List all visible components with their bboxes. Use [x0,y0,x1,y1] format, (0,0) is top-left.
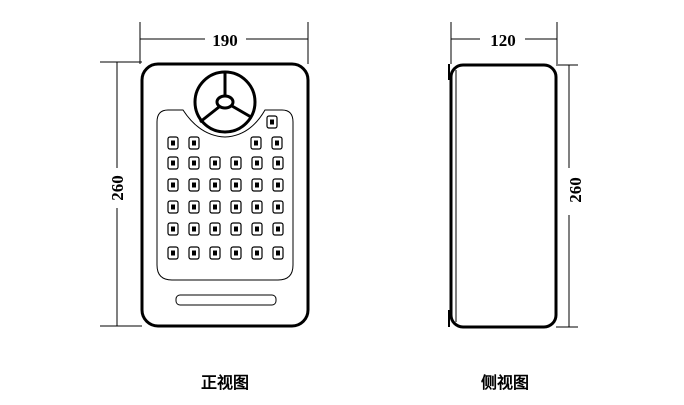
panel-button [167,136,179,150]
panel-button-dot [192,160,196,166]
panel-button-dot [275,140,279,146]
panel-button-dot [255,182,259,188]
panel-button [272,178,284,192]
panel-button [167,222,179,236]
panel-button [271,136,283,150]
panel-button-dot [255,226,259,232]
side-height-dimension [556,64,578,328]
panel-button [251,156,263,170]
panel-button-dot [234,226,238,232]
panel-button [188,178,200,192]
panel-button-dot [192,140,196,146]
panel-button [209,178,221,192]
side-view: 120 260 [448,22,585,329]
front-width-dimension [139,22,309,64]
panel-button-dot [276,250,280,256]
panel-button [251,178,263,192]
panel-button [209,156,221,170]
panel-button-dot [276,182,280,188]
panel-button-dot [171,204,175,210]
front-view-caption: 正视图 [201,373,249,392]
panel-button-dot [270,119,274,125]
button-panel [156,109,294,281]
panel-button [251,222,263,236]
panel-button-dot [276,160,280,166]
panel-button [209,200,221,214]
front-view: 190 260 [100,22,310,328]
side-view-caption: 侧视图 [481,373,529,392]
panel-button [266,115,278,129]
panel-button-dot [254,140,258,146]
panel-button-dot [192,226,196,232]
panel-button-dot [192,204,196,210]
panel-button-dot [213,226,217,232]
front-width-label: 190 [212,31,238,50]
panel-button [230,222,242,236]
button-grid [167,115,284,260]
panel-button-dot [213,160,217,166]
panel-button-dot [171,226,175,232]
bottom-slot [175,294,277,306]
panel-button-dot [255,204,259,210]
panel-button [272,200,284,214]
panel-button [188,200,200,214]
panel-button [272,156,284,170]
panel-button-dot [192,250,196,256]
panel-button-dot [213,204,217,210]
panel-button [209,246,221,260]
panel-button [230,156,242,170]
front-housing [140,62,310,328]
panel-button-dot [276,226,280,232]
panel-button [250,136,262,150]
panel-button [188,136,200,150]
side-width-dimension [450,22,558,64]
panel-button [188,222,200,236]
panel-button [272,246,284,260]
panel-button [167,200,179,214]
panel-button-dot [255,160,259,166]
panel-button-dot [234,204,238,210]
steering-wheel-icon [193,70,257,134]
front-height-dimension [100,61,142,327]
panel-button-dot [171,140,175,146]
panel-button [167,246,179,260]
panel-button [272,222,284,236]
panel-button [209,222,221,236]
panel-button-dot [234,250,238,256]
panel-button-dot [171,250,175,256]
panel-button-dot [276,204,280,210]
panel-button [251,200,263,214]
side-height-label: 260 [566,177,585,203]
panel-button-dot [234,160,238,166]
panel-button [230,246,242,260]
panel-button-dot [255,250,259,256]
panel-button-dot [192,182,196,188]
side-housing [449,63,558,329]
panel-button-dot [213,250,217,256]
side-width-label: 120 [490,31,516,50]
panel-button [251,246,263,260]
panel-button-dot [171,160,175,166]
panel-button [167,178,179,192]
panel-button [167,156,179,170]
panel-button [188,246,200,260]
panel-button [230,200,242,214]
panel-button-dot [234,182,238,188]
panel-button [230,178,242,192]
front-height-label: 260 [108,175,127,201]
panel-button-dot [171,182,175,188]
panel-button [188,156,200,170]
panel-button-dot [213,182,217,188]
